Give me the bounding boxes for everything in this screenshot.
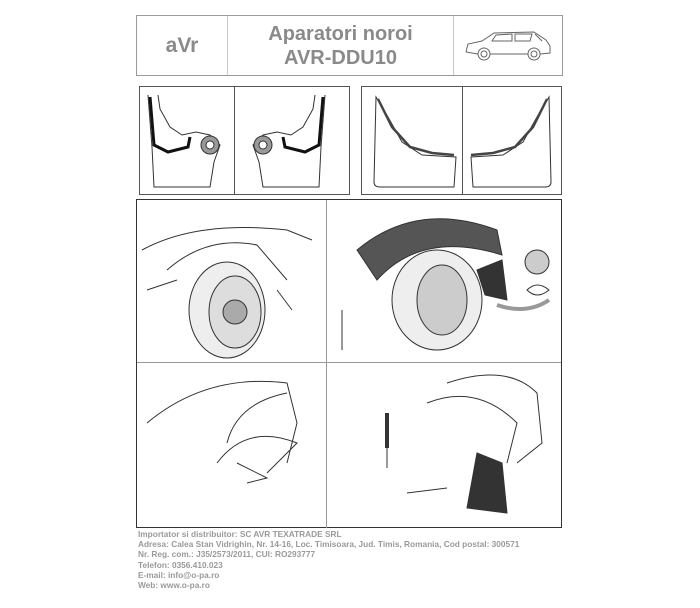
title-line-1: Aparatori noroi xyxy=(268,22,413,45)
brand-logo: aVr xyxy=(137,16,228,75)
step-3-arch-holes-image xyxy=(137,363,327,528)
registration-line: Nr. Reg. com.: J35/2573/2011, CUI: RO293… xyxy=(138,549,316,560)
web-line: Web: www.o-pa.ro xyxy=(138,580,210,591)
rear-left-mudflap-image xyxy=(362,87,462,194)
rear-mudflaps-diagram xyxy=(361,86,562,195)
address-line: Adresa: Calea Stan Vidrighin, Nr. 14-16,… xyxy=(138,539,520,550)
installation-steps-diagram xyxy=(136,199,562,528)
phone-line: Telefon: 0356.410.023 xyxy=(138,559,223,570)
title-line-2: AVR-DDU10 xyxy=(284,46,397,69)
front-right-mudflap-image xyxy=(234,87,350,194)
step-1-remove-liner-image xyxy=(137,200,327,363)
front-mudflaps-diagram xyxy=(139,86,350,195)
importer-info: Importator si distribuitor: SC AVR TEXAT… xyxy=(138,529,519,590)
email-line: E-mail: info@o-pa.ro xyxy=(138,569,220,580)
suv-side-view-icon xyxy=(454,16,562,75)
rear-right-mudflap-image xyxy=(462,87,561,194)
front-left-mudflap-image xyxy=(140,87,234,194)
importer-line: Importator si distribuitor: SC AVR TEXAT… xyxy=(138,529,342,539)
document-title: Aparatori noroi AVR-DDU10 xyxy=(228,16,454,75)
step-2-fit-mudflap-image xyxy=(327,200,561,363)
step-4-screw-mudflap-image xyxy=(327,363,561,528)
header-box: aVr Aparatori noroi AVR-DDU10 xyxy=(136,15,563,76)
